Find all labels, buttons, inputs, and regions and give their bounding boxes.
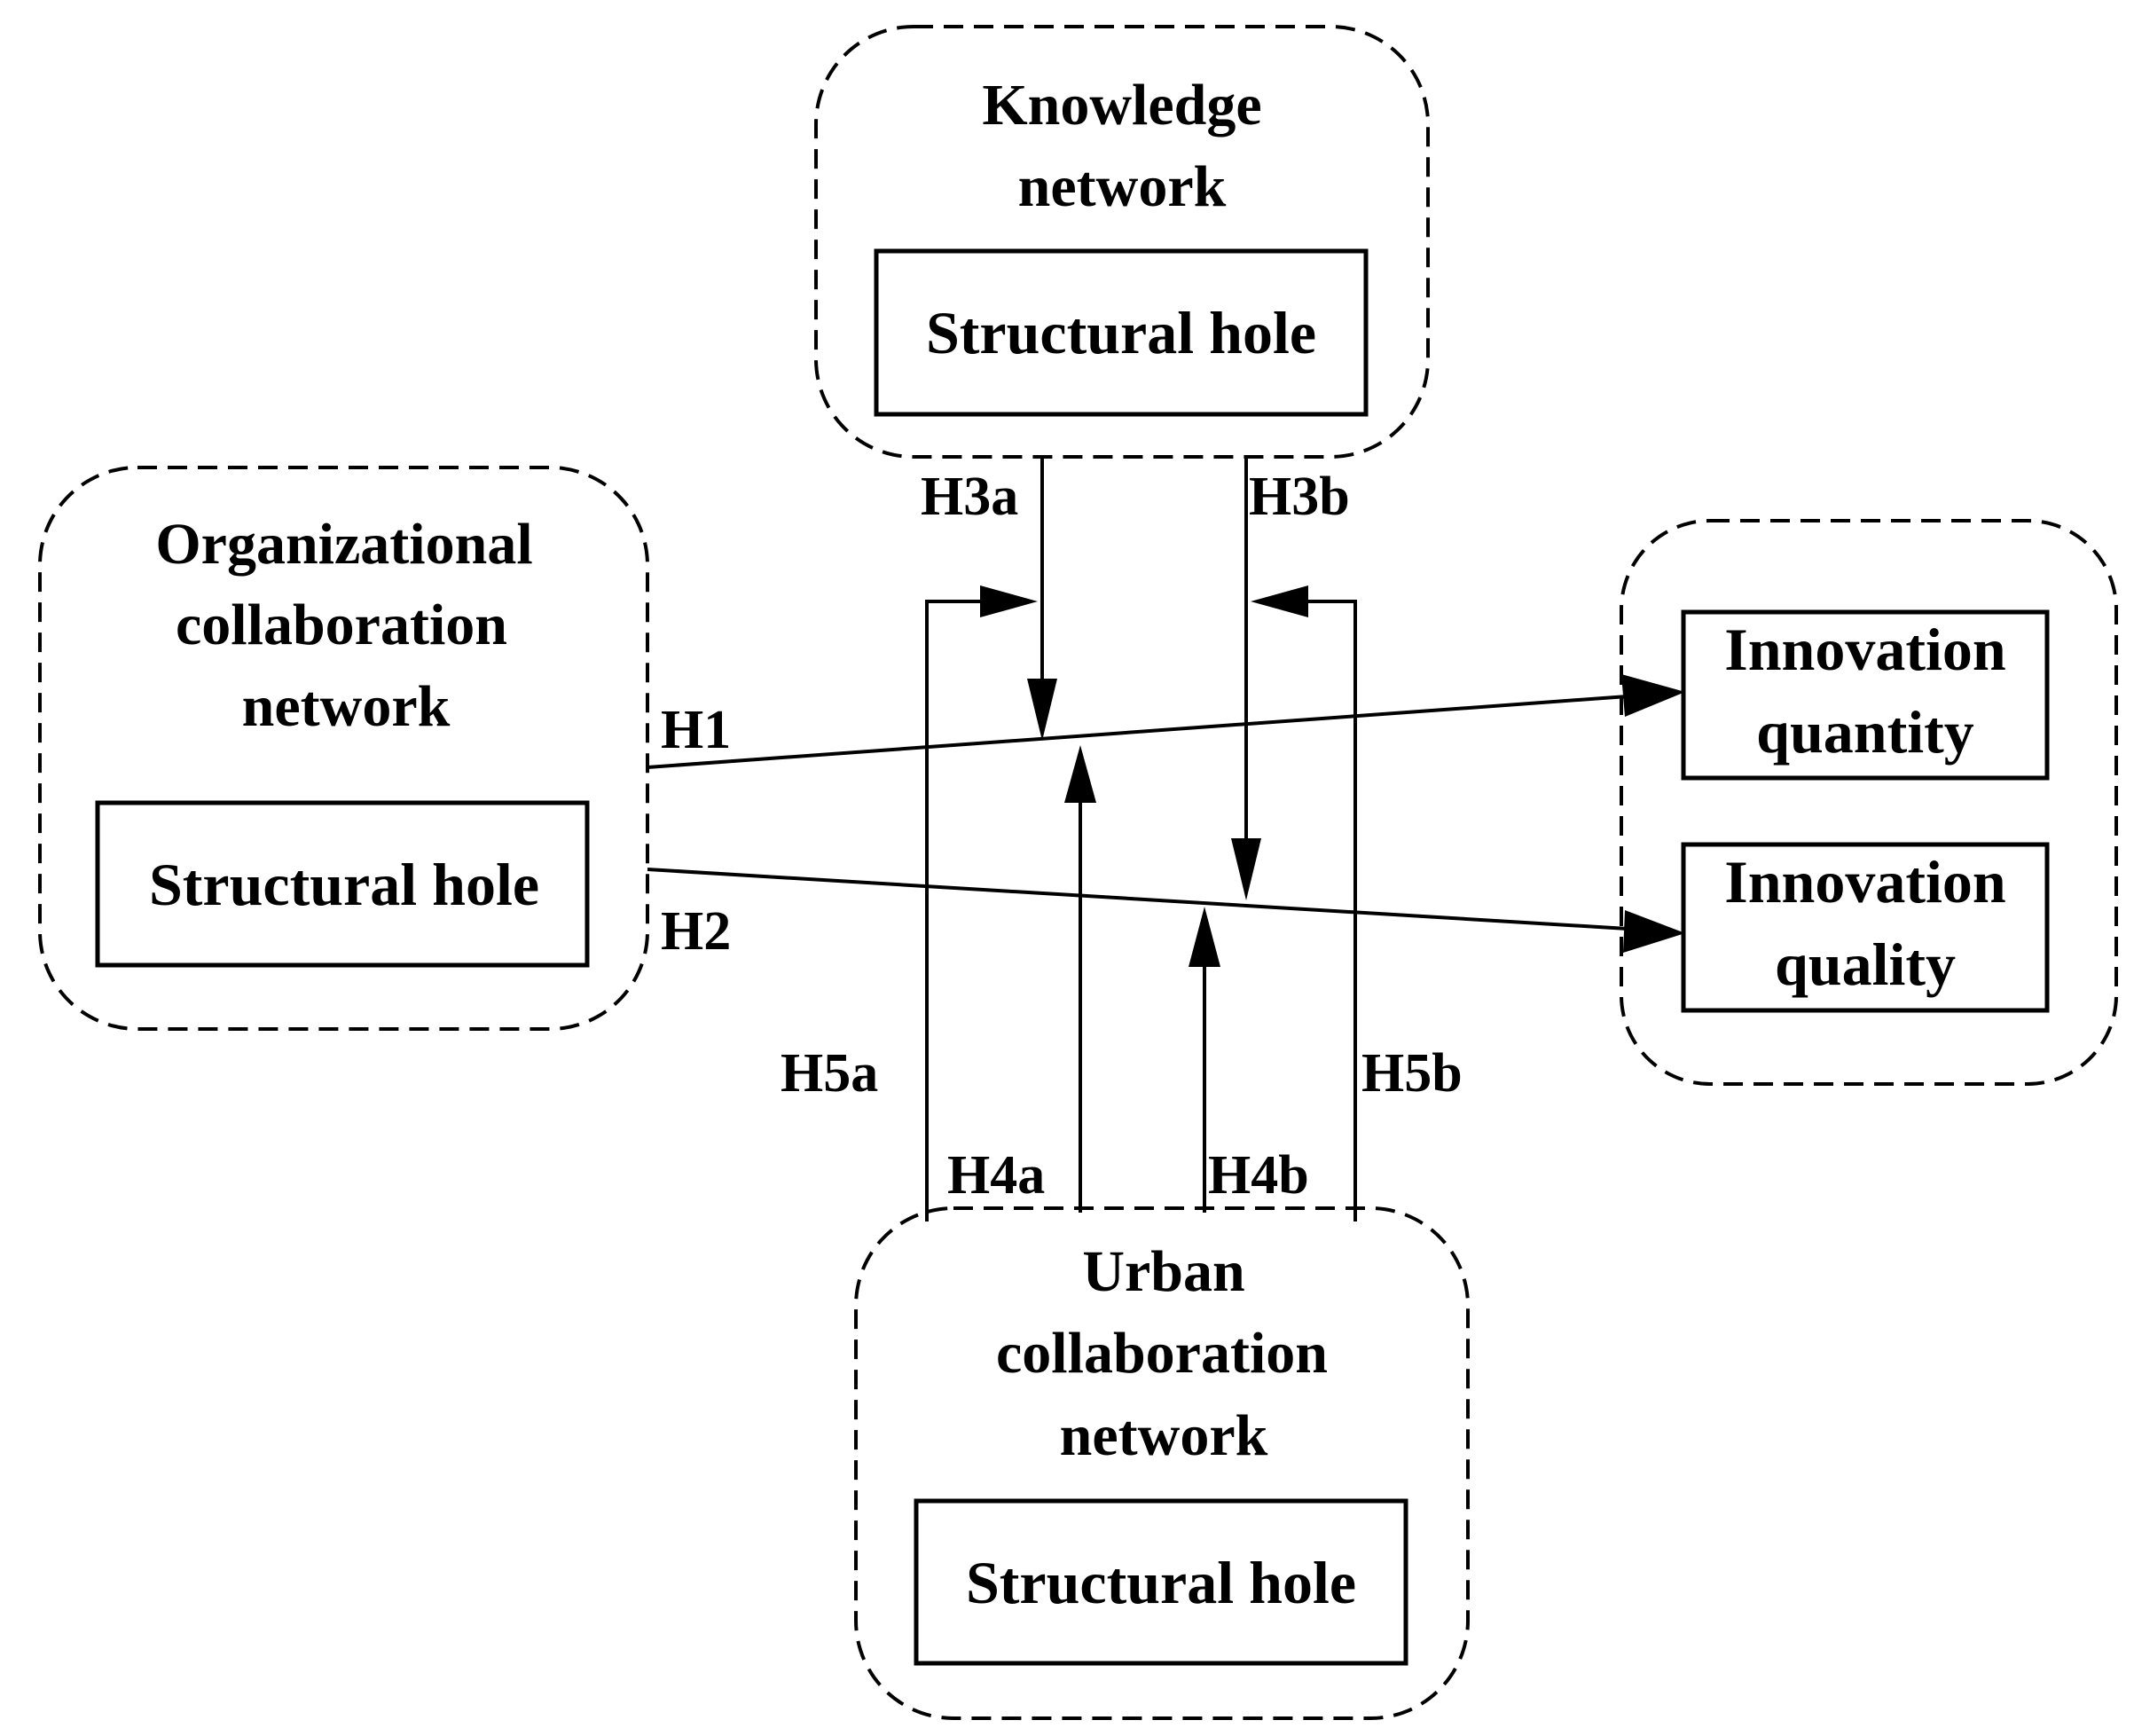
hypothesis-h3b-label: H3b (1249, 467, 1350, 527)
organizational-network-group: Organizational collaboration network Str… (38, 466, 649, 1031)
urban-structural-hole-box (914, 1498, 1408, 1666)
h4a-arrowhead (1064, 745, 1096, 803)
innovation-quality-box (1681, 842, 2050, 1013)
hypothesis-h5b-label: H5b (1361, 1043, 1463, 1104)
knowledge-network-title-line1: Knowledge (982, 73, 1261, 137)
hypothesis-h4a-label: H4a (947, 1145, 1045, 1206)
h5a-arrowhead (980, 585, 1038, 617)
hypothesis-h2-label: H2 (661, 901, 731, 962)
innovation-quality-label-line1: Innovation (1724, 848, 2005, 915)
knowledge-moderation-arrows (1027, 457, 1261, 900)
h2-arrow-line (647, 868, 1628, 931)
h4b-arrowhead (1189, 907, 1220, 967)
innovation-quantity-label-line2: quantity (1756, 698, 1974, 766)
hypothesis-labels: H1 H2 H3a H3b H4a H4b H5a H5b (661, 467, 1463, 1206)
urban-structural-hole-label: Structural hole (966, 1549, 1356, 1616)
organizational-structural-hole-box (95, 800, 590, 968)
h5a-path (925, 600, 985, 1221)
innovation-quantity-label-line1: Innovation (1724, 616, 2005, 683)
organizational-network-title-line3: network (242, 674, 451, 739)
hypothesis-h5a-label: H5a (781, 1043, 878, 1104)
urban-network-group: Urban collaboration network Structural h… (854, 1206, 1470, 1720)
urban-moderation-arrows (1064, 745, 1220, 1213)
hypothesis-h4b-label: H4b (1208, 1145, 1309, 1206)
organizational-network-title-line2: collaboration (176, 593, 507, 657)
urban-network-title-line3: network (1060, 1403, 1268, 1468)
knowledge-structural-hole-box (874, 248, 1369, 417)
knowledge-network-container (814, 25, 1430, 459)
urban-network-title-line2: collaboration (996, 1321, 1328, 1386)
knowledge-network-group: Knowledge network Structural hole (814, 25, 1430, 459)
h2-arrowhead (1623, 910, 1685, 953)
main-effect-arrows (647, 674, 1685, 953)
hypothesis-h1-label: H1 (661, 700, 731, 760)
h1-arrow-line (647, 695, 1628, 769)
innovation-quality-label-line2: quality (1775, 931, 1956, 998)
h5b-path (1304, 600, 1357, 1221)
organizational-structural-hole-label: Structural hole (149, 851, 539, 918)
hypothesis-h3a-label: H3a (921, 467, 1018, 527)
innovation-outcomes-group: Innovation quantity Innovation quality (1620, 519, 2118, 1086)
h1-arrowhead (1621, 674, 1685, 717)
organizational-network-title-line1: Organizational (155, 512, 532, 577)
h3a-arrowhead (1027, 679, 1057, 741)
urban-knowledge-interaction-arrows (925, 585, 1357, 1221)
h3b-arrowhead (1231, 838, 1261, 900)
h5b-arrowhead (1251, 585, 1308, 617)
urban-network-container (854, 1206, 1470, 1720)
knowledge-structural-hole-label: Structural hole (926, 299, 1316, 366)
innovation-quantity-box (1681, 609, 2050, 781)
innovation-outcomes-container (1620, 519, 2118, 1086)
knowledge-network-title-line2: network (1018, 154, 1227, 219)
urban-network-title-line1: Urban (1082, 1239, 1244, 1304)
